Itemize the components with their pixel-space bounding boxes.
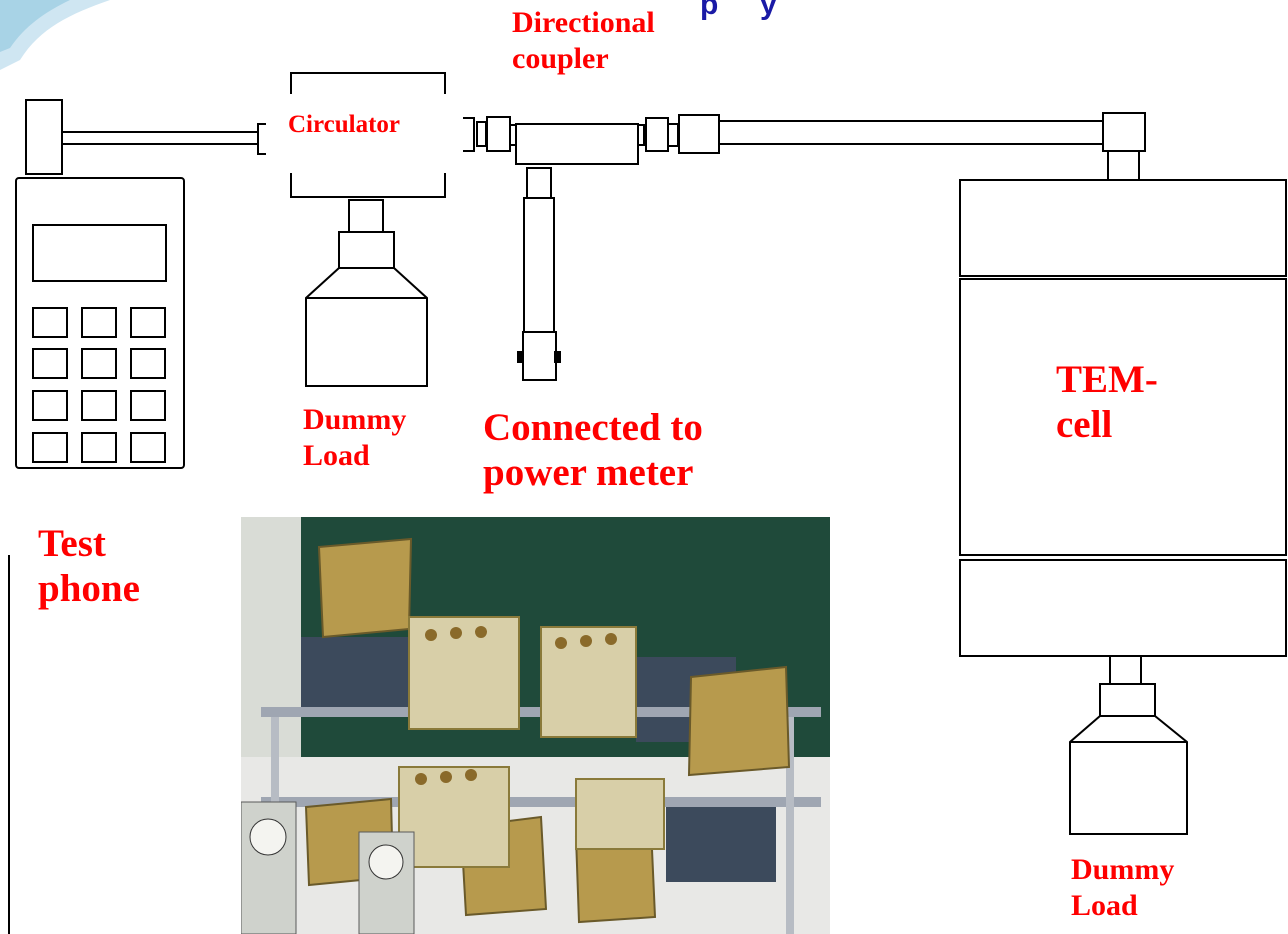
power-meters: [241, 801, 415, 934]
tem-cell-label: TEM- cell: [1056, 358, 1158, 446]
device-box: [301, 637, 421, 717]
connected-to-power-meter-label: Connected to power meter: [483, 406, 703, 494]
shelf-middle: [261, 797, 821, 807]
phone-keypad: [32, 307, 166, 463]
test-phone-shape: [15, 99, 185, 469]
dummy-load-left-label: Dummy Load: [303, 403, 407, 472]
cable-to-tem-cell: [719, 112, 1146, 181]
dummy-load-right-shape: [1069, 655, 1188, 835]
exposure-setup-photo: [241, 517, 830, 934]
title-fragment-decoration: p: [700, 0, 718, 21]
title-fragment-decoration-2: y: [760, 0, 777, 21]
cage-holes: [415, 626, 617, 785]
cable-phone-circulator: [62, 123, 266, 155]
dummy-load-left-shape: [305, 199, 428, 387]
test-phone-label: Test phone: [38, 522, 140, 610]
directional-coupler-label: Directional coupler: [512, 6, 655, 75]
connector-circulator-coupler: [463, 116, 517, 152]
corner-swoosh-decoration: [0, 0, 110, 70]
directional-coupler-shape: [515, 123, 639, 381]
circulator-shape: [290, 72, 446, 198]
dummy-load-right-label: Dummy Load: [1071, 853, 1175, 922]
connector-coupler-cable: [637, 114, 720, 154]
circulator-label: Circulator: [288, 111, 401, 138]
